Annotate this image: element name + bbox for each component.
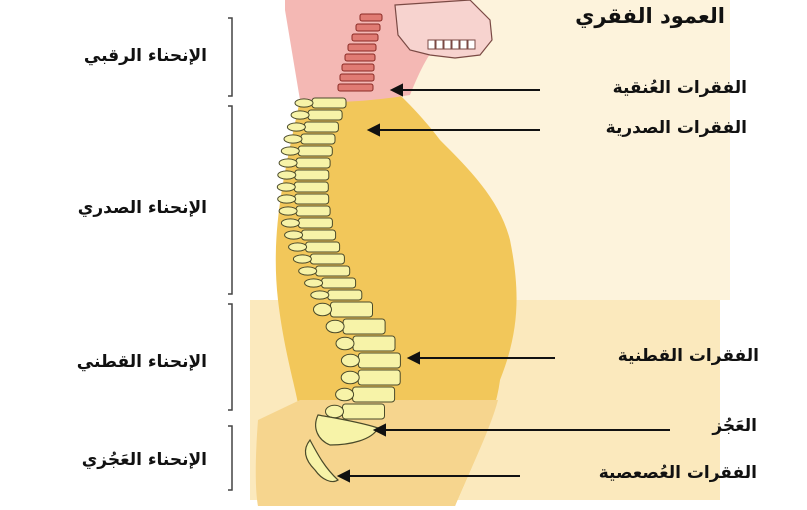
- spinous-process: [341, 371, 359, 384]
- spinous-process: [287, 123, 305, 131]
- spinous-process: [305, 279, 323, 287]
- spinous-process: [284, 135, 302, 143]
- label-lumbar-vertebrae: الفقرات القطنية: [618, 346, 759, 366]
- thoracic-vertebra: [328, 290, 362, 300]
- label-thoracic-curvature: الإنحناء الصدري: [78, 198, 207, 218]
- spinous-process: [281, 219, 299, 227]
- label-coccyx: الفقرات العُصعصية: [599, 463, 757, 483]
- thoracic-vertebra: [294, 182, 328, 192]
- lumbar-vertebra: [358, 353, 400, 368]
- label-sacral-curvature: الإنحناء العَجُزي: [82, 450, 207, 470]
- spinous-process: [311, 291, 329, 299]
- spinous-process: [285, 231, 303, 239]
- spinous-process: [336, 337, 354, 350]
- thoracic-vertebra: [295, 170, 329, 180]
- thoracic-vertebra: [298, 218, 332, 228]
- spinous-process: [277, 183, 295, 191]
- thoracic-vertebra: [308, 110, 342, 120]
- bracket-lumbar: [228, 304, 232, 410]
- thoracic-vertebra: [301, 134, 335, 144]
- bracket-thoracic: [228, 106, 232, 294]
- spinous-process: [279, 207, 297, 215]
- thoracic-vertebra: [298, 146, 332, 156]
- lumbar-vertebra: [353, 387, 395, 402]
- thoracic-vertebra: [310, 254, 344, 264]
- diagram-title: العمود الفقري: [575, 4, 725, 28]
- lumbar-vertebra: [353, 336, 395, 351]
- spinous-process: [314, 303, 332, 316]
- spinous-process: [279, 159, 297, 167]
- spinous-process: [336, 388, 354, 401]
- spinous-process: [299, 267, 317, 275]
- thoracic-vertebra: [304, 122, 338, 132]
- spinous-process: [281, 147, 299, 155]
- thoracic-vertebra: [296, 206, 330, 216]
- curvature-brackets: [228, 18, 232, 490]
- thoracic-vertebra: [316, 266, 350, 276]
- thoracic-vertebra: [295, 194, 329, 204]
- label-sacrum: العَجُز: [712, 416, 757, 436]
- spinous-process: [295, 99, 313, 107]
- spinous-process: [291, 111, 309, 119]
- teeth: [428, 40, 475, 49]
- label-lumbar-curvature: الإنحناء القطني: [77, 352, 207, 372]
- lumbar-vertebra: [343, 404, 385, 419]
- spinous-process: [278, 171, 296, 179]
- label-cervical-curvature: الإنحناء الرقبي: [84, 46, 207, 66]
- spinous-process: [293, 255, 311, 263]
- thoracic-vertebra: [312, 98, 346, 108]
- thoracic-vertebra: [306, 242, 340, 252]
- lumbar-vertebra: [331, 302, 373, 317]
- spinous-process: [326, 320, 344, 333]
- thoracic-vertebra: [296, 158, 330, 168]
- spinous-process: [278, 195, 296, 203]
- thoracic-vertebra: [322, 278, 356, 288]
- thoracic-vertebra: [302, 230, 336, 240]
- label-thoracic-vertebrae: الفقرات الصدرية: [606, 118, 747, 138]
- lumbar-vertebra: [343, 319, 385, 334]
- spinous-process: [289, 243, 307, 251]
- bracket-cervical: [228, 18, 232, 96]
- lumbar-vertebra: [358, 370, 400, 385]
- spinous-process: [326, 405, 344, 418]
- spinous-process: [341, 354, 359, 367]
- bracket-sacral: [228, 426, 232, 490]
- label-cervical-vertebrae: الفقرات العُنقية: [613, 78, 747, 98]
